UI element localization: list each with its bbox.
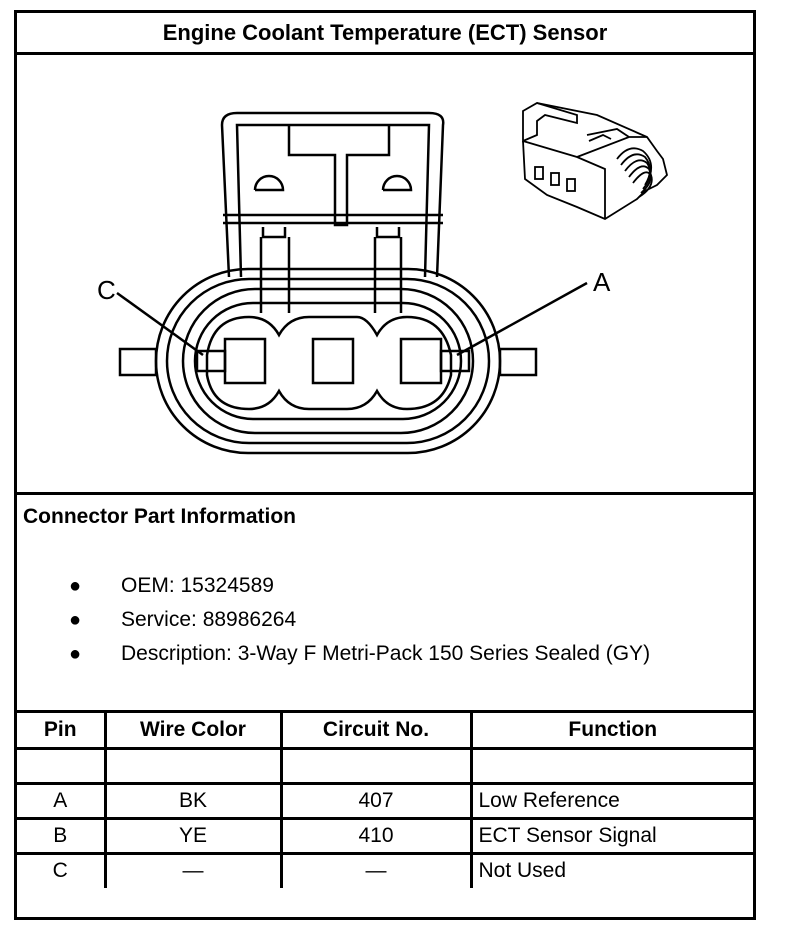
cell-pin: [17, 746, 107, 785]
info-item-description: ● Description: 3-Way F Metri-Pack 150 Se…: [17, 637, 650, 671]
diagram-frame: Engine Coolant Temperature (ECT) Sensor: [14, 10, 756, 920]
connector-diagram: C A: [17, 55, 753, 495]
table-row: B YE 410 ECT Sensor Signal: [17, 816, 753, 855]
info-item-service: ● Service: 88986264: [17, 603, 650, 637]
left-ear: [118, 347, 158, 377]
cell-wire-color: —: [103, 851, 283, 888]
pin-label-a: A: [593, 267, 611, 297]
info-item-oem: ● OEM: 15324589: [17, 569, 650, 603]
latch-housing: [220, 111, 445, 278]
table-header-row: Pin Wire Color Circuit No. Function: [17, 713, 753, 750]
cell-pin: A: [17, 781, 107, 820]
cell-circuit-no: —: [279, 851, 473, 888]
bullet-icon: ●: [69, 575, 82, 597]
cell-wire-color: [103, 746, 283, 785]
leader-c: [116, 291, 204, 357]
connector-thumbnail: [522, 102, 668, 221]
terminal-a: [399, 337, 443, 385]
pinout-table: Pin Wire Color Circuit No. Function A BK…: [17, 713, 753, 888]
connector-info-list: ● OEM: 15324589 ● Service: 88986264 ● De…: [17, 569, 650, 671]
cell-function: ECT Sensor Signal: [469, 816, 753, 855]
info-item-text: OEM: 15324589: [121, 574, 274, 597]
header-function: Function: [469, 713, 753, 750]
table-row: C — — Not Used: [17, 851, 753, 888]
cell-wire-color: BK: [103, 781, 283, 820]
cell-pin: C: [17, 851, 107, 888]
info-item-text: Description: 3-Way F Metri-Pack 150 Seri…: [121, 642, 651, 665]
header-circuit-no: Circuit No.: [279, 713, 473, 750]
cell-pin: B: [17, 816, 107, 855]
cell-function: [469, 746, 753, 785]
connector-info-section: Connector Part Information ● OEM: 153245…: [17, 495, 753, 713]
terminal-cavity: [205, 315, 453, 411]
header-wire-color: Wire Color: [103, 713, 283, 750]
cell-circuit-no: 410: [279, 816, 473, 855]
leader-a: [456, 281, 588, 357]
right-ear: [498, 347, 538, 377]
terminal-c: [223, 337, 267, 385]
page-title: Engine Coolant Temperature (ECT) Sensor: [17, 13, 753, 55]
cell-circuit-no: 407: [279, 781, 473, 820]
info-item-text: Service: 88986264: [121, 608, 297, 631]
bullet-icon: ●: [69, 609, 82, 631]
table-row: [17, 746, 753, 785]
terminal-b: [311, 337, 355, 385]
cell-circuit-no: [279, 746, 473, 785]
cell-wire-color: YE: [103, 816, 283, 855]
cell-function: Not Used: [469, 851, 753, 888]
pin-label-c: C: [97, 275, 116, 305]
bullet-icon: ●: [69, 643, 82, 665]
cell-function: Low Reference: [469, 781, 753, 820]
table-row: A BK 407 Low Reference: [17, 781, 753, 820]
header-pin: Pin: [17, 713, 107, 750]
latch-tab: [287, 125, 391, 227]
connector-info-heading: Connector Part Information: [23, 505, 297, 528]
connector-face-drawing: C A: [97, 102, 668, 455]
